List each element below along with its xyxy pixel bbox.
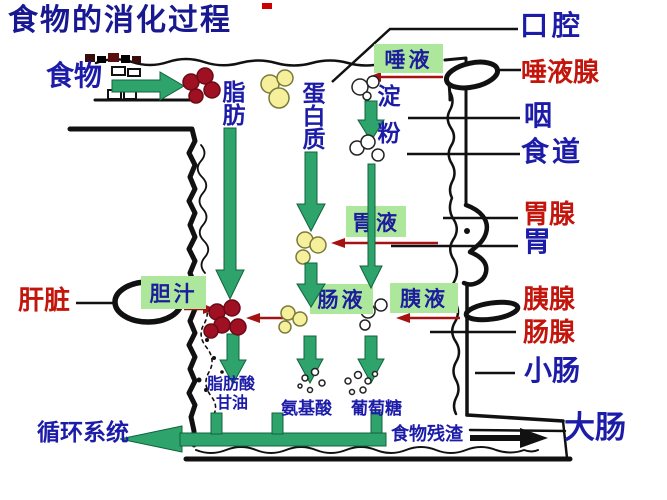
starch-column-label: 淀粉: [374, 84, 400, 158]
circulatory-system-label: 循环系统: [37, 419, 129, 445]
organ-label-small-intestine: 小肠: [524, 355, 581, 386]
organ-label-intestinal-gland: 肠腺: [523, 317, 576, 347]
pancreatic-juice-box: 胰液: [390, 283, 458, 313]
fatty-acid-label: 脂肪酸: [207, 376, 256, 393]
organ-label-salivary-gland: 唾液腺: [521, 57, 600, 87]
glycerol-label: 甘油: [216, 395, 249, 412]
bile-box: 胆汁: [141, 276, 206, 309]
liver-label: 肝脏: [18, 285, 71, 315]
saliva-box: 唾液: [374, 44, 443, 73]
organ-label-stomach: 胃: [523, 226, 552, 257]
protein-droplets: [260, 69, 327, 334]
fat-column-label: 脂肪: [219, 80, 245, 126]
wall-dots: [196, 338, 224, 392]
pancreatic-juice-label: 胰液: [400, 288, 448, 311]
organ-label-large-intestine: 大肠: [564, 410, 626, 445]
food-label: 食物: [46, 60, 103, 91]
organ-label-mouth: 口腔: [520, 10, 585, 41]
digestion-flow-arrows: [111, 71, 387, 453]
teeth-marks: [85, 3, 272, 100]
organ-label-pancreas: 胰腺: [523, 284, 576, 314]
amino-acid-label: 氨基酸: [281, 399, 332, 418]
page-title: 食物的消化过程: [8, 4, 232, 37]
pointer-lines: [76, 27, 521, 375]
residue-arrow: [470, 428, 548, 448]
organ-label-pharynx: 咽: [524, 100, 553, 131]
protein-column-label: 蛋白质: [299, 81, 325, 150]
intestinal-juice-label: 肠液: [317, 289, 366, 312]
glucose-label: 葡萄糖: [351, 399, 402, 418]
organ-label-esophagus: 食道: [521, 136, 584, 167]
organ-label-gastric-gland: 胃腺: [523, 199, 576, 229]
bile-label: 胆汁: [149, 282, 198, 306]
fat-droplets: [182, 67, 247, 339]
food-residue-label: 食物残渣: [391, 424, 463, 444]
saliva-label: 唾液: [384, 48, 433, 72]
